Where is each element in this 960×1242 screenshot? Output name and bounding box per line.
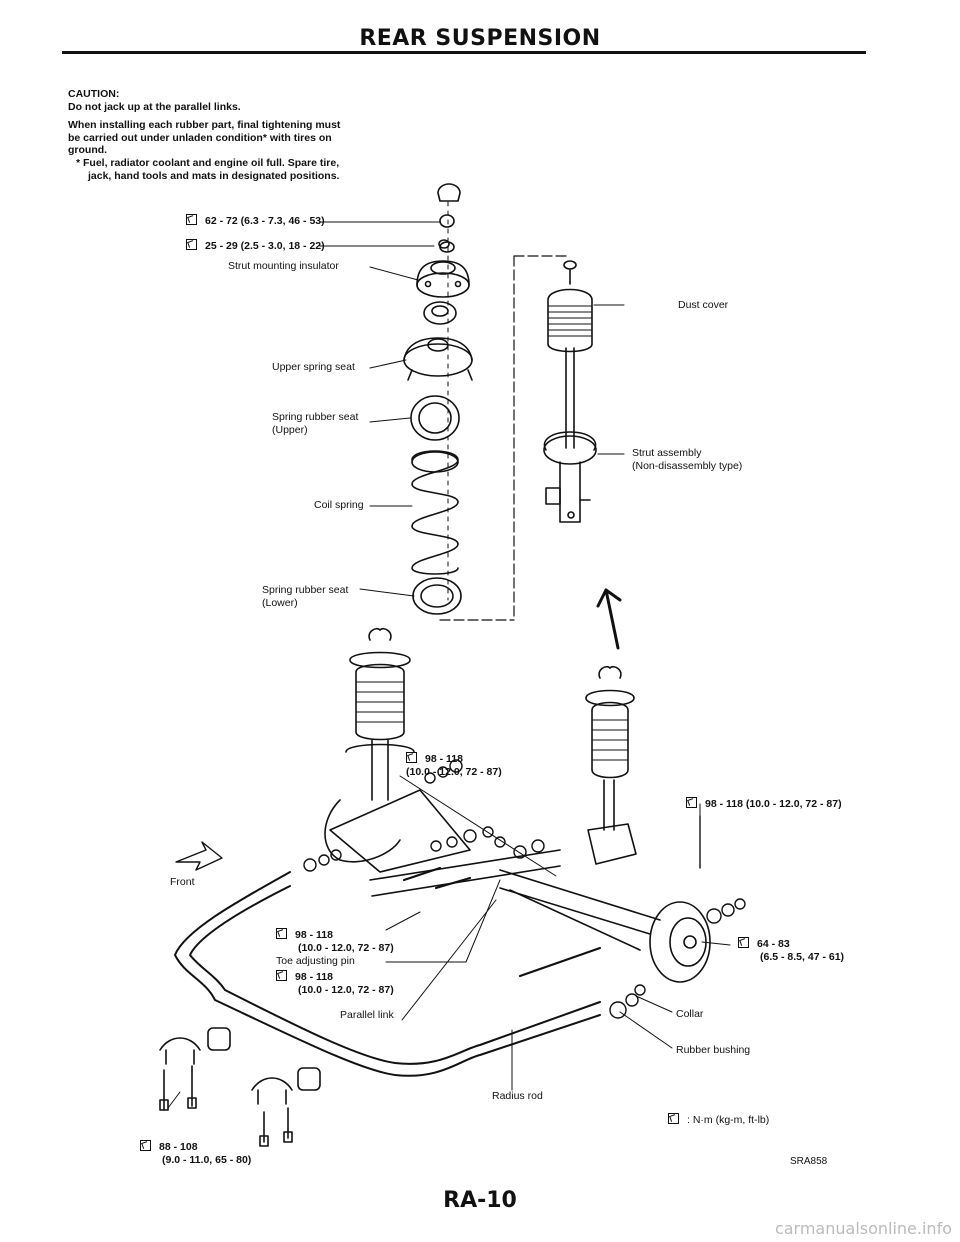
label-parallel-link: Parallel link: [340, 1009, 394, 1021]
label-dust-cover: Dust cover: [678, 299, 729, 311]
leader-lines: [167, 221, 731, 1109]
caution-heading: CAUTION:: [68, 88, 120, 100]
label-spring-rubber-seat-lower: Spring rubber seat(Lower): [262, 584, 349, 609]
label-strut-mounting-insulator: Strut mounting insulator: [228, 260, 339, 272]
install-direction-arrow: [596, 588, 622, 650]
figure-id: SRA858: [790, 1156, 828, 1167]
torque-spec-parallel: 98 - 118(10.0 - 12.0, 72 - 87): [276, 970, 394, 996]
parallel-link-lower: [499, 869, 661, 935]
torque-wrench-icon: [186, 214, 197, 225]
torque-spec-top-nut: 62 - 72 (6.3 - 7.3, 46 - 53): [186, 214, 325, 228]
torque-wrench-icon: [276, 970, 287, 981]
stabilizer-bar-inner: [189, 885, 601, 1065]
assembled-strut-left: [324, 627, 471, 873]
page-title: REAR SUSPENSION: [359, 26, 601, 51]
watermark: carmanualsonline.info: [774, 1219, 952, 1238]
parallel-link-upper: [369, 849, 561, 897]
label-toe-adjusting-pin: Toe adjusting pin: [276, 955, 355, 967]
torque-wrench-icon: [140, 1140, 151, 1151]
stabilizer-bar: [174, 871, 601, 1077]
rear-hub-drum: [649, 901, 711, 983]
label-rubber-bushing: Rubber bushing: [676, 1044, 751, 1056]
grouping-bracket: [439, 255, 569, 621]
torque-wrench-icon: [186, 239, 197, 250]
label-spring-rubber-seat-upper: Spring rubber seat(Upper): [272, 411, 359, 436]
label-collar: Collar: [676, 1008, 704, 1020]
caution-note: * Fuel, radiator coolant and engine oil …: [76, 156, 340, 182]
strut-assembly-drawing: [543, 260, 597, 523]
torque-wrench-icon: [668, 1113, 679, 1124]
label-upper-spring-seat: Upper spring seat: [272, 361, 355, 373]
torque-spec-insulator-nut: 25 - 29 (2.5 - 3.0, 18 - 22): [186, 239, 325, 253]
title-rule: [62, 51, 866, 54]
label-coil-spring: Coil spring: [314, 499, 364, 511]
torque-spec-toe: 98 - 118(10.0 - 12.0, 72 - 87): [276, 928, 394, 954]
caution-block: CAUTION: Do not jack up at the parallel …: [68, 88, 348, 182]
torque-spec-strut-knuckle: 98 - 118 (10.0 - 12.0, 72 - 87): [686, 797, 842, 811]
front-arrow-icon: [175, 841, 223, 871]
torque-unit-legend: : N·m (kg-m, ft-lb): [668, 1113, 769, 1127]
caution-line-2: When installing each rubber part, final …: [68, 119, 341, 157]
torque-wrench-icon: [406, 752, 417, 763]
torque-spec-hub: 64 - 83(6.5 - 8.5, 47 - 61): [738, 937, 844, 963]
caution-line-1: Do not jack up at the parallel links.: [68, 100, 241, 113]
assembled-strut-right: [585, 665, 637, 865]
radius-rod-drawing: [509, 889, 641, 951]
torque-spec-link-mid: 98 - 118(10.0 - 12.0, 72 - 87): [406, 752, 502, 778]
torque-wrench-icon: [738, 937, 749, 948]
torque-wrench-icon: [276, 928, 287, 939]
bushings-and-fasteners: [303, 759, 746, 1019]
strut-component-stack: [403, 183, 473, 615]
stabilizer-brackets: [159, 1027, 321, 1147]
torque-wrench-icon: [686, 797, 697, 808]
label-radius-rod: Radius rod: [492, 1090, 543, 1102]
label-strut-assembly: Strut assembly(Non-disassembly type): [632, 447, 743, 472]
page-number: RA-10: [443, 1188, 517, 1213]
label-front: Front: [170, 876, 195, 888]
torque-spec-stabilizer: 88 - 108(9.0 - 11.0, 65 - 80): [140, 1140, 251, 1166]
